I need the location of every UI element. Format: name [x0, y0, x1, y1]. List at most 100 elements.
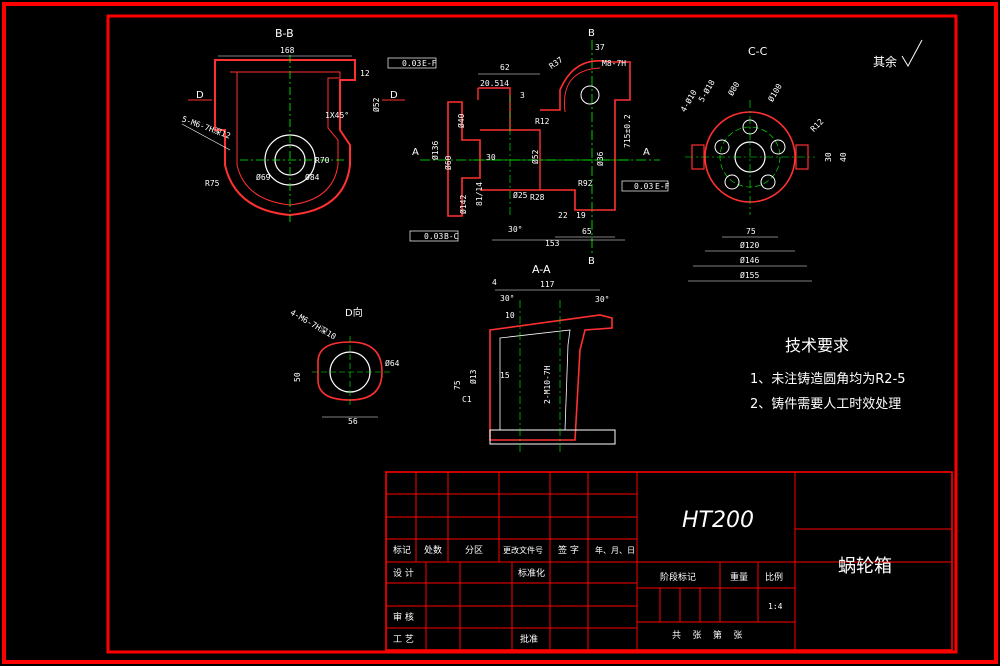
scale-label: 比例	[765, 571, 783, 583]
aa-dim-4: 4	[492, 278, 497, 287]
aa-dim-117: 117	[540, 280, 555, 289]
title-block-text: HT200 蜗轮箱 标记 处数 分区 更改文件号 签 字 年、月、日 设 计 标…	[393, 508, 892, 645]
weight-label: 重量	[730, 571, 748, 583]
tech-requirements: 技术要求 1、未注铸造圆角均为R2-5 2、铸件需要人工时效处理	[750, 336, 906, 412]
main-tol-2-ref: E-F	[655, 182, 670, 191]
aa-inner	[499, 329, 571, 431]
row-biaozhunhua: 标准化	[518, 567, 545, 579]
main-dim-d60: Ø60	[443, 155, 453, 170]
bb-dim-1x45: 1X45°	[325, 111, 349, 120]
d-outline	[317, 341, 383, 401]
cc-dim-5d18: 5-Ø18	[696, 78, 717, 104]
aa-dim-d13: Ø13	[468, 369, 478, 384]
cc-dim-4d10: 4-Ø10	[678, 88, 699, 114]
bb-d-right: D	[390, 90, 398, 101]
col-qianzi: 签 字	[558, 544, 579, 556]
aa-dim-30a: 30°	[500, 294, 514, 303]
tech-req-item-2: 2、铸件需要人工时效处理	[750, 396, 901, 412]
aa-dim-30b: 30°	[595, 295, 609, 304]
main-dim-65: 65	[582, 227, 592, 236]
col-fenqu: 分区	[465, 545, 483, 556]
surface-roughness-note: 其余	[873, 54, 897, 69]
view-aa: A-A 4 117 30° 30° 10 75 Ø13 15 C1 2-M10-…	[453, 263, 616, 455]
d-dim-d64: Ø64	[385, 358, 400, 368]
scale-value: 1:4	[768, 602, 783, 611]
cc-hole-5	[714, 139, 730, 155]
aa-dim-10: 10	[505, 311, 515, 320]
stage-label: 阶段标记	[660, 571, 696, 583]
view-a-right: A	[643, 147, 650, 158]
cc-dim-30: 30	[824, 152, 833, 162]
aa-dim-75: 75	[453, 380, 462, 390]
d-dim-56: 56	[348, 417, 358, 426]
bb-thread-leader	[181, 123, 231, 151]
main-tol-frame-3	[409, 230, 459, 242]
col-biaoji: 标记	[393, 544, 411, 556]
bb-dim-d69: Ø69	[256, 172, 271, 182]
tech-req-title: 技术要求	[785, 336, 849, 355]
bb-tol-1: 0.03	[402, 59, 421, 68]
main-tol-2: 0.03	[634, 182, 653, 191]
main-tol-3-ref: B-C	[444, 232, 459, 241]
main-dim-r12: R12	[535, 117, 550, 126]
col-chushu: 处数	[424, 544, 442, 556]
title-material: HT200	[682, 508, 754, 533]
aa-body	[489, 314, 613, 441]
main-dim-d36: Ø36	[595, 151, 605, 166]
view-d: D向 4-M6-7H深10 Ø64 50 56	[289, 306, 400, 426]
bb-d-left: D	[196, 90, 204, 101]
view-cc-label: C-C	[748, 45, 768, 58]
view-a-left: A	[412, 147, 419, 158]
main-dim-d136: Ø136	[430, 141, 440, 160]
main-dim-20514: 20.514	[480, 79, 509, 88]
main-dim-d25: Ø25	[513, 190, 528, 200]
view-d-label: D向	[345, 306, 363, 319]
col-wenjian: 更改文件号	[503, 545, 543, 555]
view-bb-label: B-B	[275, 27, 294, 40]
bb-dim-168-label: 168	[280, 46, 295, 55]
row-sheji: 设 计	[393, 567, 414, 579]
cc-hole-3	[760, 174, 776, 190]
main-dim-153: 153	[545, 239, 560, 248]
view-b-top: B	[588, 28, 595, 39]
main-dim-d142: Ø142	[458, 195, 468, 214]
main-dim-22: 22	[558, 211, 568, 220]
view-aa-label: A-A	[532, 263, 551, 276]
main-dim-7152: 715±0.2	[623, 114, 632, 148]
main-dim-d40: Ø40	[456, 113, 466, 128]
bb-tol-frame-1	[387, 57, 437, 69]
col-date: 年、月、日	[595, 545, 635, 555]
cc-dim-r12: R12	[809, 117, 826, 134]
aa-thread: 2-M10-7H	[543, 365, 552, 404]
bb-dim-12: 12	[360, 69, 370, 78]
view-bb: B-B 168 R75 R70 Ø69 Ø84 1X45° Ø52 12 5-M…	[181, 27, 437, 222]
main-dim-m8: M8-7H	[602, 59, 626, 68]
d-thread-note: 4-M6-7H深10	[289, 308, 338, 342]
main-left-flange	[447, 101, 481, 217]
cc-dim-d80: Ø80	[726, 80, 742, 98]
aa-dim-15: 15	[500, 371, 510, 380]
main-top-hole	[580, 85, 600, 105]
inner-frame	[106, 14, 958, 654]
title-block-frame	[385, 471, 953, 651]
bb-dim-r75: R75	[205, 179, 220, 188]
main-top-tube	[477, 87, 511, 130]
cc-dim-d146: Ø146	[740, 255, 759, 265]
main-dim-8114: 81/14	[475, 182, 484, 206]
title-part-name: 蜗轮箱	[838, 556, 892, 577]
bb-body-outline	[214, 59, 356, 217]
main-tol-3: 0.03	[424, 232, 443, 241]
main-dim-r92: R92	[578, 179, 593, 188]
bb-dim-d52: Ø52	[371, 97, 381, 112]
view-main-section: B B A A 62 37 M8-7H R37 20.514 3 Ø40 Ø60…	[409, 28, 670, 267]
main-arc	[563, 67, 601, 113]
main-tol-frame-2	[621, 180, 669, 192]
main-dim-3: 3	[520, 91, 525, 100]
view-cc: C-C 4-Ø10 5-Ø18 Ø80 Ø100 R12 30 40 75 Ø1…	[678, 45, 848, 282]
main-dim-37: 37	[595, 43, 605, 52]
d-dim-50: 50	[293, 372, 302, 382]
row-gongyi: 工 艺	[393, 634, 414, 645]
view-b-bottom: B	[588, 256, 595, 267]
roughness-symbol-icon	[901, 39, 923, 68]
